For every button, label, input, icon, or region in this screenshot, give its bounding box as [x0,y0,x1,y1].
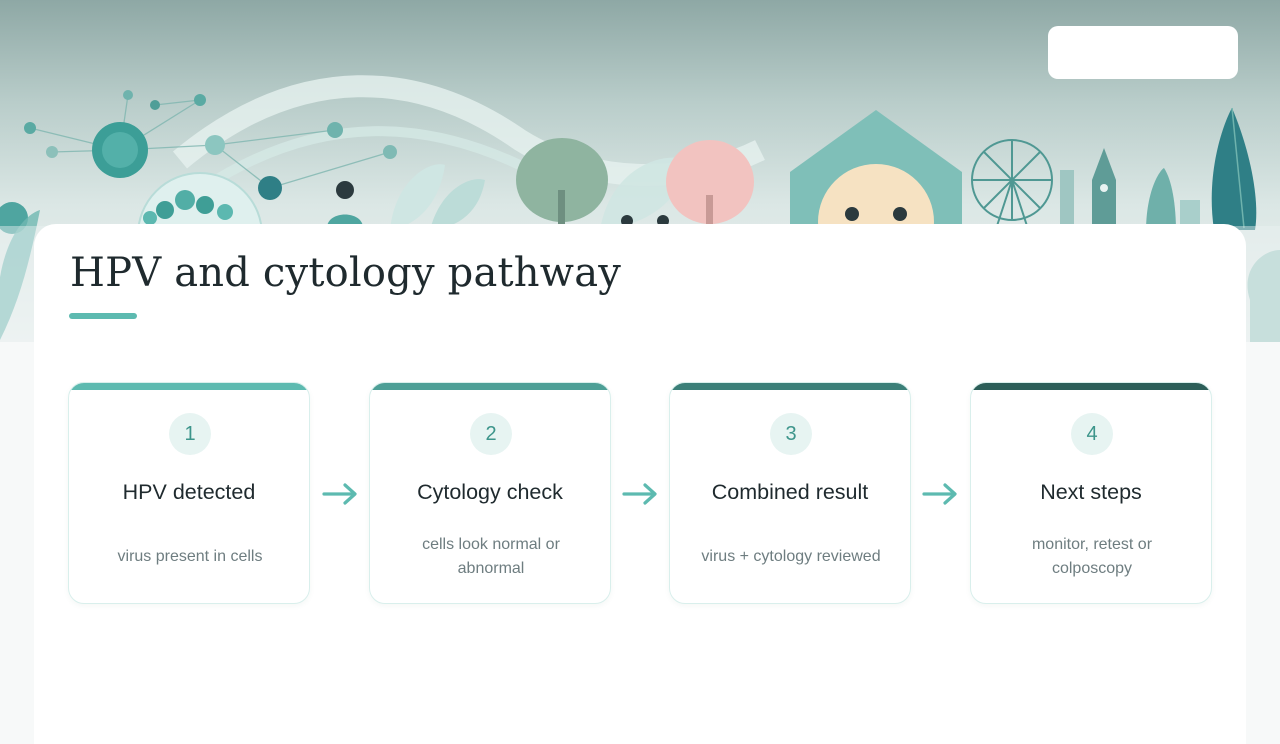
step-number-badge: 4 [1071,413,1113,455]
arrow-right-icon [322,483,357,505]
step-description: virus + cytology reviewed [701,548,881,565]
step-accent-bar [370,383,610,390]
step-number-badge: 1 [169,413,211,455]
step-card-2: 2 Cytology check cells look normal or ab… [369,382,611,604]
content-card: HPV and cytology pathway 1 HPV detected … [34,224,1246,744]
step-card-1: 1 HPV detected virus present in cells [68,382,310,604]
step-description: cells look normal or abnormal [422,536,560,577]
step-title: Cytology check [417,480,563,504]
arrow-right-icon [622,483,657,505]
step-title: Combined result [711,480,869,504]
step-description: monitor, retest or colposcopy [1031,536,1153,577]
step-number-badge: 3 [770,413,812,455]
step-title: HPV detected [122,480,256,504]
step-number-badge: 2 [470,413,512,455]
step-card-4: 4 Next steps monitor, retest or colposco… [970,382,1212,604]
step-accent-bar [971,383,1211,390]
title-underline [69,313,137,319]
step-description: virus present in cells [117,548,263,565]
logo-placeholder [1048,26,1238,79]
page-title: HPV and cytology pathway [70,250,622,296]
step-card-3: 3 Combined result virus + cytology revie… [669,382,911,604]
step-title: Next steps [1040,480,1142,504]
step-accent-bar [69,383,309,390]
step-accent-bar [670,383,910,390]
arrow-right-icon [922,483,957,505]
